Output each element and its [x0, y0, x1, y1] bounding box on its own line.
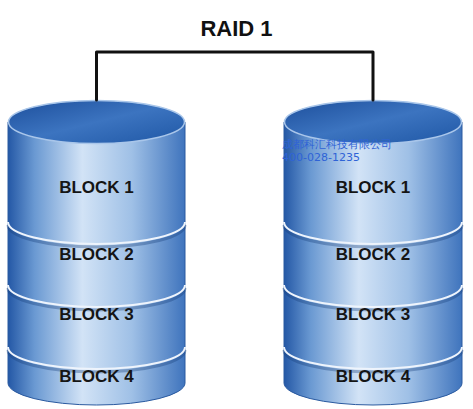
- data-block: BLOCK 4: [284, 352, 462, 402]
- block-label: BLOCK 4: [336, 367, 411, 387]
- cylinder-top: [285, 101, 462, 144]
- data-block: BLOCK 3: [284, 290, 462, 340]
- watermark: 400-028-1235: [282, 151, 360, 164]
- diagram-title: RAID 1: [0, 16, 473, 42]
- watermark: 成都科汇科技有限公司: [282, 138, 392, 151]
- disk-cylinder: BLOCK 1 BLOCK 2 BLOCK 3 BLOCK 4: [8, 100, 185, 405]
- data-block: BLOCK 1: [284, 162, 462, 214]
- block-label: BLOCK 2: [59, 245, 134, 265]
- band-divider: [8, 347, 185, 369]
- band-divider: [284, 285, 462, 307]
- cylinder-top: [9, 101, 185, 144]
- cylinder-body: [8, 122, 185, 405]
- block-label: BLOCK 3: [336, 305, 411, 325]
- block-label: BLOCK 4: [59, 367, 134, 387]
- block-label: BLOCK 3: [59, 305, 134, 325]
- block-label: BLOCK 1: [336, 178, 411, 198]
- cylinder-body: [284, 122, 462, 405]
- data-block: BLOCK 3: [8, 290, 185, 340]
- block-label: BLOCK 1: [59, 178, 134, 198]
- mirror-link: [97, 52, 374, 100]
- data-block: BLOCK 2: [8, 230, 185, 280]
- block-label: BLOCK 2: [336, 245, 411, 265]
- band-divider: [8, 222, 185, 244]
- band-divider: [284, 222, 462, 244]
- band-divider: [8, 285, 185, 307]
- data-block: BLOCK 4: [8, 352, 185, 402]
- band-divider: [284, 347, 462, 369]
- data-block: BLOCK 1: [8, 162, 185, 214]
- data-block: BLOCK 2: [284, 230, 462, 280]
